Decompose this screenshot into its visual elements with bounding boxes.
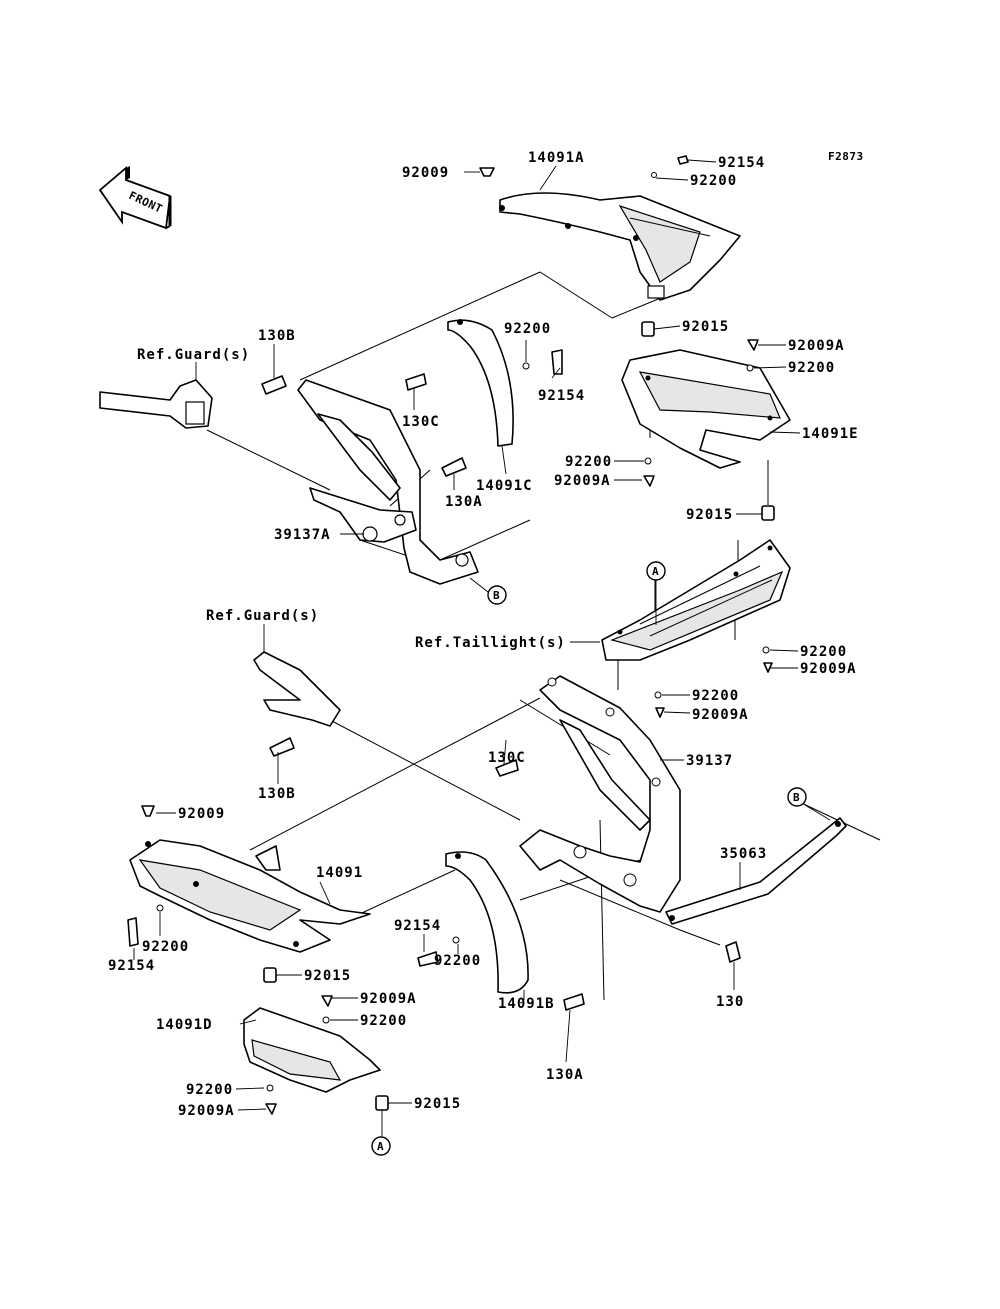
- label-130A-low: 130A: [546, 1067, 584, 1083]
- label-92200-mid: 92200: [565, 454, 612, 470]
- guard-ref-mid: [253, 651, 341, 727]
- label-92015-low: 92015: [304, 968, 351, 984]
- cover-14091A: [499, 192, 741, 301]
- cover-14091: [129, 839, 371, 953]
- label-39137: 39137: [686, 753, 733, 769]
- svg-text:A: A: [377, 1140, 384, 1153]
- callout-b-right: B: [787, 787, 807, 807]
- bar-35063: [665, 817, 847, 925]
- label-92200-bot: 92200: [186, 1082, 233, 1098]
- callout-a-top: A: [646, 561, 666, 581]
- cover-14091D: [243, 1007, 381, 1093]
- label-92154-l: 92154: [108, 958, 155, 974]
- label-ref-taillight: Ref.Taillight(s): [415, 635, 566, 651]
- guard-ref-top: [99, 379, 213, 429]
- label-92154-m: 92154: [394, 918, 441, 934]
- label-35063: 35063: [720, 846, 767, 862]
- label-92009A-low: 92009A: [360, 991, 417, 1007]
- label-92200-r1: 92200: [788, 360, 835, 376]
- label-14091D: 14091D: [156, 1017, 213, 1033]
- label-92200-low: 92200: [360, 1013, 407, 1029]
- label-14091A: 14091A: [528, 150, 585, 166]
- label-130B-mid: 130B: [258, 786, 296, 802]
- frame-39137A: [297, 379, 479, 585]
- frame-39137: [519, 675, 681, 913]
- callout-a-bottom: A: [371, 1136, 391, 1156]
- label-92200-top: 92200: [690, 173, 737, 189]
- label-92009A-r1: 92009A: [788, 338, 845, 354]
- label-130: 130: [716, 994, 744, 1010]
- label-92009-low: 92009: [178, 806, 225, 822]
- label-130B-top: 130B: [258, 328, 296, 344]
- figure-code: F2873: [828, 150, 864, 163]
- front-arrow-icon: FRONT: [98, 166, 172, 230]
- label-ref-guard-mid: Ref.Guard(s): [206, 608, 319, 624]
- label-92015-bot: 92015: [414, 1096, 461, 1112]
- callout-b-top: B: [487, 585, 507, 605]
- svg-text:B: B: [793, 791, 800, 804]
- label-92200-r2: 92200: [800, 644, 847, 660]
- label-leaders: [133, 159, 831, 1136]
- label-92200-c: 92200: [504, 321, 551, 337]
- label-92015-mid: 92015: [686, 507, 733, 523]
- svg-text:A: A: [652, 565, 659, 578]
- label-14091C: 14091C: [476, 478, 533, 494]
- svg-text:B: B: [493, 589, 500, 602]
- label-130C-mid: 130C: [488, 750, 526, 766]
- label-92009A-r3: 92009A: [692, 707, 749, 723]
- label-14091B: 14091B: [498, 996, 555, 1012]
- label-92154-top: 92154: [718, 155, 765, 171]
- label-92154-c: 92154: [538, 388, 585, 404]
- label-39137A: 39137A: [274, 527, 331, 543]
- label-92009A-mid: 92009A: [554, 473, 611, 489]
- label-92009A-r2: 92009A: [800, 661, 857, 677]
- label-92009A-bot: 92009A: [178, 1103, 235, 1119]
- label-ref-guard-top: Ref.Guard(s): [137, 347, 250, 363]
- label-130C-top: 130C: [402, 414, 440, 430]
- hardware: [127, 155, 775, 1115]
- label-92200-l: 92200: [142, 939, 189, 955]
- label-130A-top: 130A: [445, 494, 483, 510]
- label-14091: 14091: [316, 865, 363, 881]
- fender-14091C: [447, 319, 514, 447]
- label-92015-top: 92015: [682, 319, 729, 335]
- taillight-ref: [601, 539, 791, 661]
- label-92200-m: 92200: [434, 953, 481, 969]
- label-14091E: 14091E: [802, 426, 859, 442]
- part-labels: 92009 14091A 92154 92200 92015 92009A 92…: [108, 150, 859, 1119]
- label-92200-r3: 92200: [692, 688, 739, 704]
- fender-14091B: [445, 851, 529, 994]
- label-92009-top: 92009: [402, 165, 449, 181]
